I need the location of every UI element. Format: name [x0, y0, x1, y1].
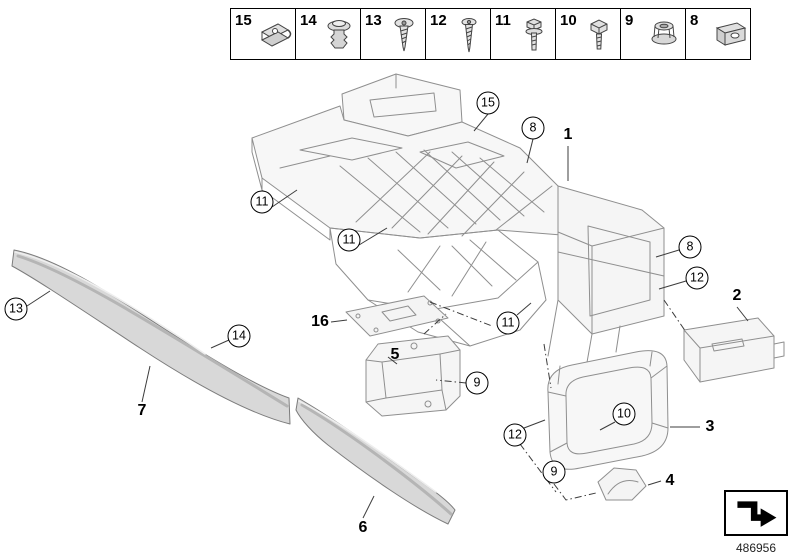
- legend-cell-10[interactable]: 10: [555, 8, 621, 60]
- callout-circle-12[interactable]: 12: [685, 266, 709, 290]
- hex-bolt-icon: [525, 18, 543, 51]
- part-4-bracket: [597, 467, 647, 501]
- callout-part-3[interactable]: 3: [705, 418, 715, 435]
- legend-number: 11: [495, 12, 511, 29]
- legend-number: 8: [690, 12, 699, 29]
- callout-part-16[interactable]: 16: [311, 313, 329, 330]
- callout-circle-9[interactable]: 9: [465, 371, 489, 395]
- fastener-legend: 15 14 13: [230, 8, 751, 60]
- legend-number: 15: [235, 12, 252, 29]
- assembly-lines: [423, 299, 687, 501]
- callout-circle-14[interactable]: 14: [227, 324, 251, 348]
- legend-number: 14: [300, 12, 317, 29]
- legend-cell-14[interactable]: 14: [295, 8, 361, 60]
- part-5-bracket: [365, 335, 461, 417]
- next-diagram-button[interactable]: [724, 490, 788, 536]
- carrier-rear-tub: [547, 185, 665, 369]
- callout-circle-13[interactable]: 13: [4, 297, 28, 321]
- expansion-rivet-icon: [327, 20, 351, 49]
- callout-circle-11[interactable]: 11: [337, 228, 361, 252]
- legend-cell-8[interactable]: 8: [685, 8, 751, 60]
- callout-part-6[interactable]: 6: [358, 519, 368, 536]
- callout-circle-9[interactable]: 9: [542, 460, 566, 484]
- legend-cell-13[interactable]: 13: [360, 8, 426, 60]
- callout-part-2[interactable]: 2: [732, 287, 742, 304]
- next-diagram-arrow-icon: [737, 501, 777, 527]
- callout-part-4[interactable]: 4: [665, 472, 675, 489]
- part-2-bracket: [683, 317, 785, 383]
- callout-circle-10[interactable]: 10: [612, 402, 636, 426]
- callout-circle-11[interactable]: 11: [250, 190, 274, 214]
- part-3-frame: [547, 350, 669, 470]
- sheet-metal-clip-icon: [260, 23, 292, 47]
- pan-head-screw-icon: [394, 18, 414, 52]
- leader-lines: [26, 113, 749, 519]
- callout-circle-8[interactable]: 8: [521, 116, 545, 140]
- legend-number: 12: [430, 12, 447, 29]
- callout-circle-8[interactable]: 8: [678, 235, 702, 259]
- callout-part-1[interactable]: 1: [563, 126, 573, 143]
- legend-number: 10: [560, 12, 577, 29]
- legend-cell-11[interactable]: 11: [490, 8, 556, 60]
- tapping-screw-icon: [461, 18, 477, 53]
- callout-circle-15[interactable]: 15: [476, 91, 500, 115]
- flange-nut-icon: [651, 21, 677, 45]
- legend-number: 13: [365, 12, 382, 29]
- part-16-plate: [345, 295, 449, 337]
- callout-circle-11[interactable]: 11: [496, 311, 520, 335]
- callout-part-7[interactable]: 7: [137, 402, 147, 419]
- diagram-number: 486956: [735, 541, 777, 555]
- carrier-main-deck: [251, 105, 589, 241]
- clip-nut-icon: [715, 22, 747, 46]
- part-6-trim: [295, 397, 456, 525]
- legend-cell-9[interactable]: 9: [620, 8, 686, 60]
- callout-part-5[interactable]: 5: [390, 346, 400, 363]
- legend-number: 9: [625, 12, 634, 29]
- legend-cell-12[interactable]: 12: [425, 8, 491, 60]
- hex-screw-icon: [590, 19, 608, 50]
- legend-cell-15[interactable]: 15: [230, 8, 296, 60]
- part-7-trim: [11, 249, 291, 425]
- callout-circle-12[interactable]: 12: [503, 423, 527, 447]
